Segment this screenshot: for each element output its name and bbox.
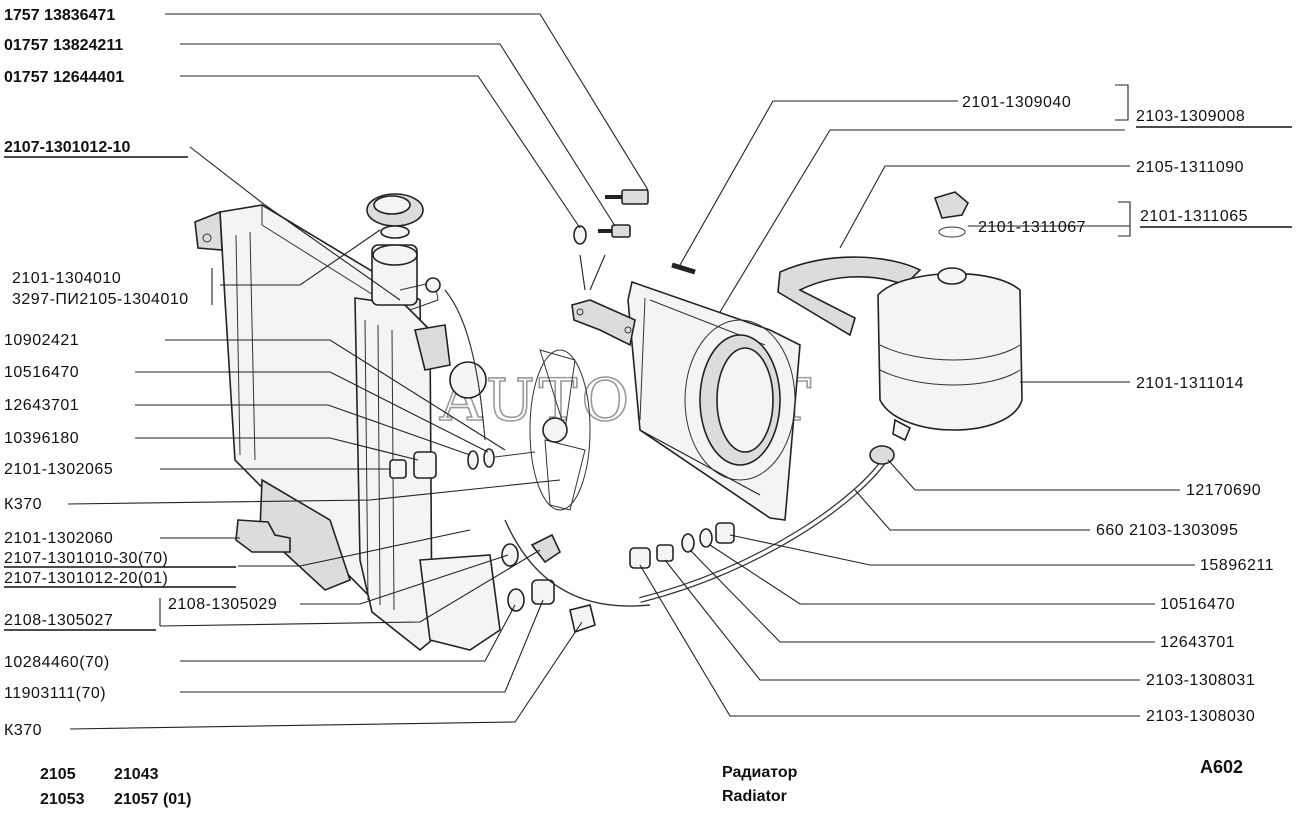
- filler-neck: [371, 244, 487, 399]
- label-15896211: 15896211: [1200, 557, 1274, 574]
- model-21053: 21053: [40, 791, 85, 808]
- drain-plug-group: [501, 533, 596, 634]
- label-10516470-r: 10516470: [1160, 596, 1235, 613]
- cooling-fan: [529, 349, 591, 511]
- shroud-bracket: [571, 299, 636, 347]
- label-2101-1311067: 2101-1311067: [978, 219, 1086, 236]
- label-2103-1309008: 2103-1309008: [1136, 108, 1245, 125]
- radiator-cap: [366, 193, 424, 239]
- label-2108-1305027: 2108-1305027: [4, 612, 113, 629]
- label-2103-1308030: 2103-1308030: [1146, 708, 1255, 725]
- label-2107-1301012-20: 2107-1301012-20(01): [4, 570, 168, 587]
- shroud-pin: [671, 262, 696, 275]
- label-2108-1305029: 2108-1305029: [168, 596, 277, 613]
- sheet-code: A602: [1200, 757, 1243, 777]
- caption-ru: Радиатор: [722, 764, 798, 781]
- caption-en: Radiator: [722, 788, 787, 805]
- label-660-2103-1303095: 660 2103-1303095: [1096, 522, 1238, 539]
- label-k370-b: К370: [4, 722, 42, 739]
- leader-lines: [67, 13, 1195, 730]
- fan-shroud: [627, 280, 801, 521]
- label-2101-1309040: 2101-1309040: [962, 94, 1071, 111]
- label-11903111: 11903111(70): [4, 685, 106, 702]
- label-2101-1302065: 2101-1302065: [4, 461, 113, 478]
- label-12643701-r: 12643701: [1160, 634, 1235, 651]
- model-2105: 2105: [40, 766, 76, 783]
- label-2101-1311014: 2101-1311014: [1136, 375, 1244, 392]
- label-01757-12644401: 01757 12644401: [4, 69, 124, 86]
- tank-cap: [933, 191, 969, 238]
- small-hose: [444, 289, 486, 441]
- label-2105-1311090: 2105-1311090: [1136, 159, 1244, 176]
- label-2107-1301012-10: 2107-1301012-10: [4, 139, 130, 156]
- bolts-top: [573, 189, 649, 245]
- label-3297-pi2105-1304010: 3297-ПИ2105-1304010: [12, 291, 189, 308]
- label-01757-13824211: 01757 13824211: [4, 37, 123, 54]
- bushings-left: [389, 448, 536, 479]
- label-2101-1311065: 2101-1311065: [1140, 208, 1248, 225]
- label-10284460: 10284460(70): [4, 654, 110, 671]
- labels-left: 1757 13836471 01757 13824211 01757 12644…: [4, 7, 277, 739]
- label-12643701: 12643701: [4, 397, 79, 414]
- labels-right: 2101-1309040 2103-1309008 2105-1311090 2…: [962, 94, 1292, 725]
- label-1757-13836471: 1757 13836471: [4, 7, 115, 24]
- bushings-bottom: [629, 522, 735, 569]
- lower-bracket: [235, 519, 291, 553]
- label-10516470: 10516470: [4, 364, 79, 381]
- label-2107-1301010-30: 2107-1301010-30(70): [4, 550, 168, 567]
- expansion-tank: [877, 267, 1023, 442]
- label-2101-1304010: 2101-1304010: [12, 270, 121, 287]
- label-k370-a: К370: [4, 496, 42, 513]
- label-10902421: 10902421: [4, 332, 79, 349]
- model-21057: 21057 (01): [114, 791, 191, 808]
- label-10396180: 10396180: [4, 430, 79, 447]
- model-21043: 21043: [114, 766, 159, 783]
- footer: 2105 21043 21053 21057 (01) Радиатор Rad…: [40, 757, 1243, 808]
- label-2103-1308031: 2103-1308031: [1146, 672, 1255, 689]
- label-12170690: 12170690: [1186, 482, 1261, 499]
- label-2101-1302060: 2101-1302060: [4, 530, 113, 547]
